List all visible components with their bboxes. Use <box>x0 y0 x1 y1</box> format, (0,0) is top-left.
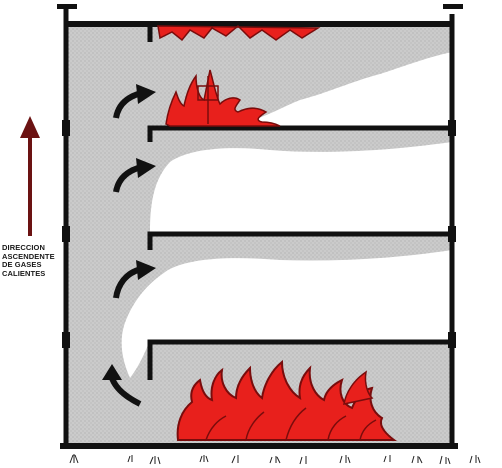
fire-icon-roof <box>157 24 321 42</box>
smoke-plume-middle <box>121 250 453 378</box>
smoke-plume-top <box>238 52 452 126</box>
right-wall-cap <box>443 4 463 9</box>
caption-line-2: ASCENDENTE <box>2 251 55 261</box>
curved-arrow-head <box>102 364 122 380</box>
fire-window-frame <box>197 76 219 124</box>
caption-line-3: DE GASES <box>2 260 42 270</box>
curved-arrow-icon <box>109 376 142 407</box>
floor-slabs <box>147 125 452 380</box>
caption-line-4: CALIENTES <box>2 268 46 278</box>
fire-detail-ground <box>205 407 377 441</box>
caption-line-1: DIRECCION <box>2 243 45 252</box>
curved-arrow-head <box>136 260 156 280</box>
smoke-plume-upper <box>150 142 452 232</box>
up-arrow-icon <box>20 116 40 236</box>
left-wall-cap <box>57 4 77 9</box>
curved-arrow-icons <box>102 84 156 407</box>
curved-arrow-icon <box>113 267 140 299</box>
curved-arrow-head <box>136 158 156 178</box>
gas-direction-caption: DIRECCION ASCENDENTE DE GASES CALIENTES <box>2 243 72 278</box>
curved-arrow-icon <box>113 91 140 119</box>
grass-icon <box>69 454 481 465</box>
fire-icon-upper <box>165 69 281 127</box>
curved-arrow-icon <box>113 165 140 193</box>
curved-arrow-head <box>136 84 156 104</box>
fire-tongue-right <box>343 370 374 405</box>
